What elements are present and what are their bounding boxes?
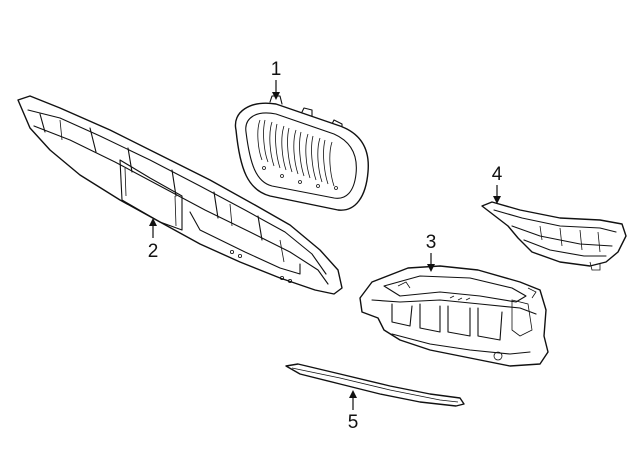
callout-2-label: 2 xyxy=(148,241,159,262)
callout-5-label: 5 xyxy=(348,412,359,433)
callout-5-arrow-icon xyxy=(349,390,357,398)
part-3-center-bracket xyxy=(359,265,549,367)
callout-1-arrow-icon xyxy=(272,92,280,100)
callout-4-arrow-icon xyxy=(493,196,501,204)
callout-3-label: 3 xyxy=(426,232,437,253)
callout-3: 3 xyxy=(426,232,437,272)
part-1-kidney-grille xyxy=(234,95,369,211)
callout-4-label: 4 xyxy=(492,164,503,185)
part-2-lower-grille xyxy=(17,95,343,295)
callout-1: 1 xyxy=(271,59,282,100)
callout-2-arrow-icon xyxy=(149,218,157,226)
callout-3-arrow-icon xyxy=(427,264,435,272)
part-4-side-grille xyxy=(481,201,627,271)
callout-2: 2 xyxy=(148,218,159,262)
part-5-molding-strip xyxy=(285,363,465,407)
callout-1-label: 1 xyxy=(271,59,282,80)
callout-5: 5 xyxy=(348,390,359,433)
callout-4: 4 xyxy=(492,164,503,204)
